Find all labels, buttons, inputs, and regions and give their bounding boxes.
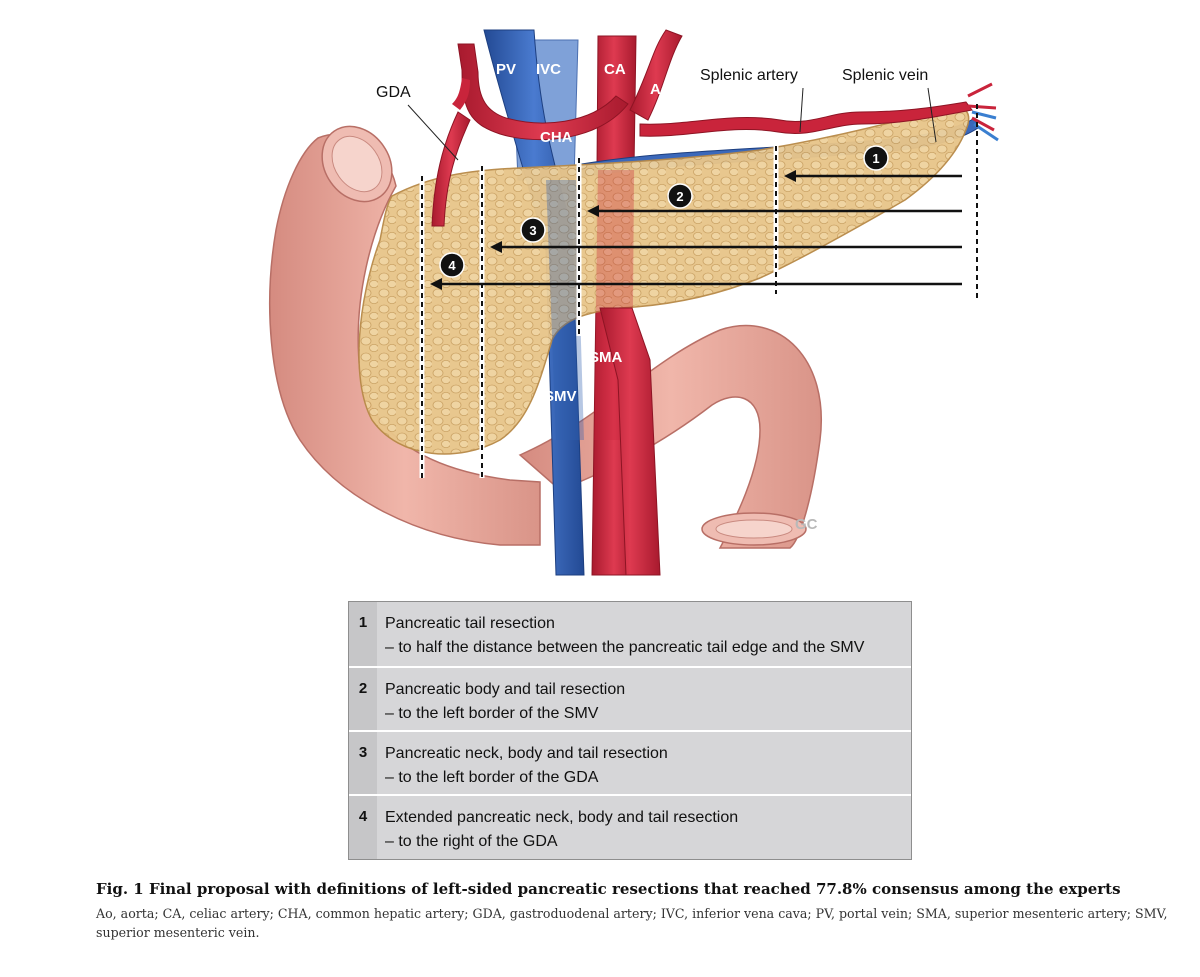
ca-label: CA <box>604 61 626 78</box>
definition-name: Pancreatic neck, body and tail resection <box>385 745 668 762</box>
definition-detail: – to the left border of the GDA <box>385 769 599 786</box>
definition-detail: – to the left border of the SMV <box>385 705 599 722</box>
smv-label: SMV <box>544 388 577 405</box>
definition-name: Pancreatic tail resection <box>385 615 555 632</box>
splenic-artery-label: Splenic artery <box>700 67 798 84</box>
marker-4: 4 <box>439 252 465 278</box>
celiac-trunk <box>629 29 683 121</box>
pv-label: PV <box>496 61 516 78</box>
ivc-label: IVC <box>536 61 561 78</box>
definition-row: 3 Pancreatic neck, body and tail resecti… <box>349 732 911 794</box>
duodenum <box>269 133 541 546</box>
anatomy-diagram: PV IVC CA Ao CHA SMA SMV GC GDA Splenic … <box>269 29 999 576</box>
figure-caption: Fig. 1 Final proposal with definitions o… <box>96 880 1196 942</box>
sma-label: SMA <box>589 349 623 366</box>
definition-number: 1 <box>349 602 377 666</box>
portal-vein <box>483 29 585 576</box>
ao-label: Ao <box>650 81 670 98</box>
caption-abbreviations: Ao, aorta; CA, celiac artery; CHA, commo… <box>96 906 1168 940</box>
gc-label: GC <box>795 516 818 533</box>
splenic-vein-label: Splenic vein <box>842 67 928 84</box>
definition-number: 4 <box>349 796 377 859</box>
splenic-artery <box>639 101 973 137</box>
gastroduodenal-artery <box>431 111 471 227</box>
definitions-table: 1 Pancreatic tail resection – to half th… <box>348 601 912 860</box>
marker-1: 1 <box>863 145 889 171</box>
cha-label: CHA <box>540 129 573 146</box>
jejunum <box>518 324 822 549</box>
svg-text:2: 2 <box>676 189 683 204</box>
splenic-artery-leader <box>799 87 804 133</box>
marker-2: 2 <box>667 183 693 209</box>
definition-number: 3 <box>349 732 377 794</box>
svg-text:4: 4 <box>448 258 456 273</box>
definition-row: 2 Pancreatic body and tail resection – t… <box>349 668 911 730</box>
caption-title: Fig. 1 Final proposal with definitions o… <box>96 880 1121 898</box>
definition-number: 2 <box>349 668 377 730</box>
resection-arrows <box>430 170 962 290</box>
splenic-vein-leader <box>927 87 937 143</box>
sma-vessel <box>599 307 661 576</box>
definition-row: 4 Extended pancreatic neck, body and tai… <box>349 796 911 859</box>
definition-detail: – to half the distance between the pancr… <box>385 639 865 656</box>
resection-lines <box>419 104 978 478</box>
common-hepatic-artery <box>457 43 629 141</box>
definition-name: Pancreatic body and tail resection <box>385 681 626 698</box>
marker-3: 3 <box>520 217 546 243</box>
gda-label: GDA <box>376 84 411 101</box>
svg-text:3: 3 <box>529 223 536 238</box>
svg-text:1: 1 <box>872 151 879 166</box>
gda-leader <box>407 104 459 161</box>
definition-row: 1 Pancreatic tail resection – to half th… <box>349 602 911 666</box>
definition-detail: – to the right of the GDA <box>385 833 558 850</box>
definition-name: Extended pancreatic neck, body and tail … <box>385 809 739 826</box>
